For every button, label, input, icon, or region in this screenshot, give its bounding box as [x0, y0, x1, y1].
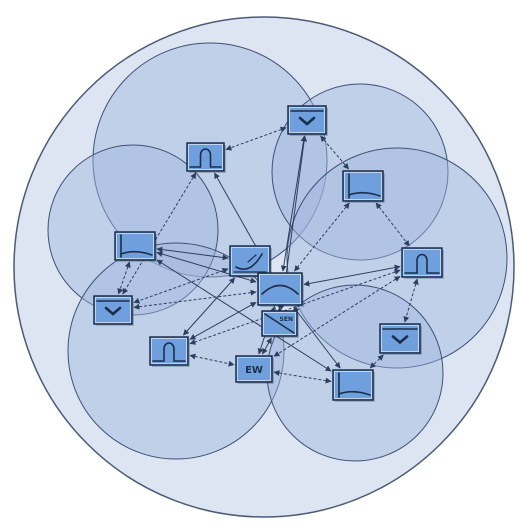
node-highlight	[116, 233, 154, 259]
node-n6	[401, 247, 444, 279]
link-n8-n11	[189, 301, 257, 340]
node-n8	[257, 272, 304, 307]
arch-icon	[152, 342, 186, 362]
curve-icon	[261, 284, 299, 295]
node-layer: SEN EW	[93, 105, 444, 402]
node-n13	[332, 369, 375, 402]
node-highlight	[259, 274, 301, 304]
link-n4-n5	[156, 246, 229, 261]
node-box	[235, 355, 273, 383]
link-n3-n8	[294, 202, 350, 272]
node-highlight	[334, 371, 372, 399]
node-label: EW	[245, 365, 263, 376]
link-n11-n12	[189, 353, 235, 367]
node-n12: EW	[235, 355, 274, 384]
node-highlight	[403, 249, 441, 276]
node-highlight	[381, 325, 419, 352]
dish-icon	[233, 253, 267, 273]
link-n6-n10	[403, 278, 419, 323]
node-highlight	[263, 312, 296, 335]
link-n1-n3	[320, 135, 349, 170]
frame-icon	[338, 372, 371, 398]
node-highlight	[151, 338, 187, 364]
node-n3	[342, 170, 385, 203]
node-highlight	[344, 172, 382, 200]
node-highlight	[95, 297, 131, 323]
link-n8-n13	[293, 306, 341, 369]
chevron-down-icon	[290, 110, 324, 126]
frame-icon	[120, 234, 153, 258]
node-highlight	[188, 144, 223, 170]
link-n3-n6	[375, 202, 410, 247]
chevron-down-icon	[96, 300, 130, 316]
node-box	[257, 272, 303, 306]
frame-icon	[348, 173, 381, 199]
node-highlight	[237, 357, 271, 381]
node-n7	[93, 295, 134, 326]
link-n4-n7	[117, 261, 131, 295]
link-n7-n8	[133, 289, 257, 310]
link-n1-n2	[225, 126, 287, 151]
arch-icon	[404, 253, 440, 274]
chevron-down-icon	[382, 328, 418, 345]
node-n4	[114, 231, 157, 262]
link-n9-n12	[261, 337, 272, 355]
node-n9: SEN	[261, 310, 299, 338]
node-highlight	[231, 247, 269, 275]
node-n10	[379, 323, 422, 355]
link-n10-n13	[369, 354, 384, 369]
node-label: SEN	[280, 316, 293, 323]
sensor-icon	[264, 313, 295, 334]
node-n11	[149, 336, 190, 367]
node-box	[401, 247, 443, 278]
node-n1	[287, 105, 328, 136]
node-n2	[186, 142, 226, 173]
node-highlight	[289, 107, 325, 133]
arch-icon	[189, 148, 222, 168]
